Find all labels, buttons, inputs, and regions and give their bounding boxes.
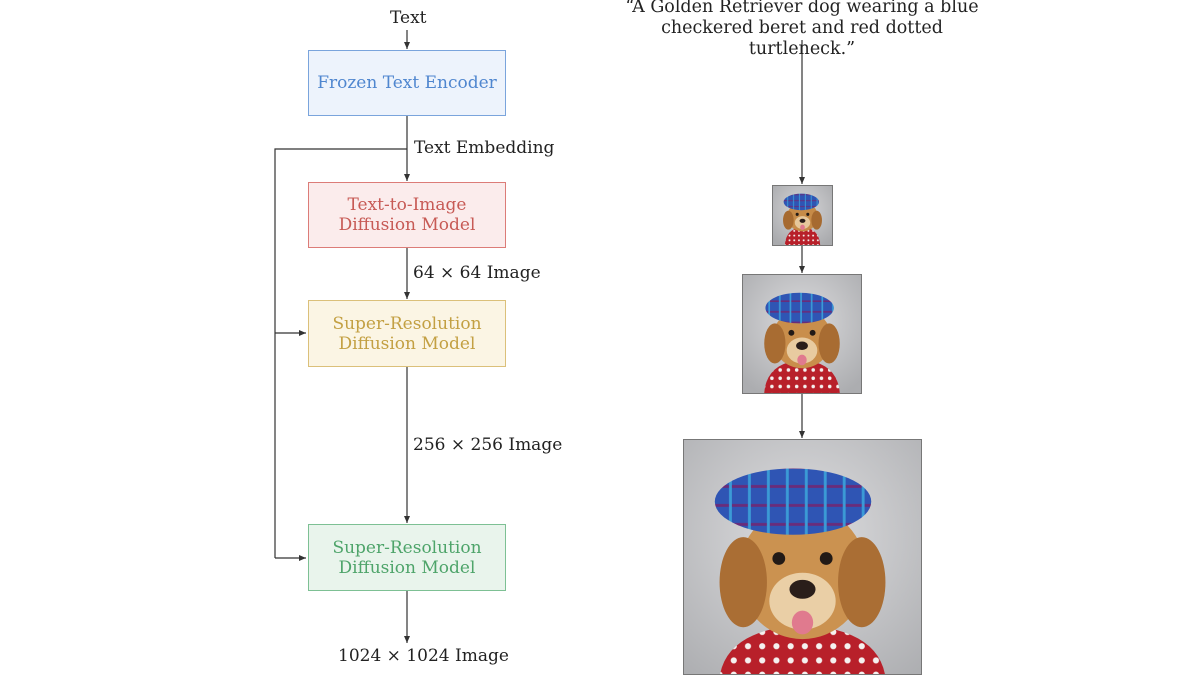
text-embedding-label: Text Embedding bbox=[414, 138, 555, 158]
dog-image-64 bbox=[772, 185, 833, 246]
prompt-caption: “A Golden Retriever dog wearing a blue c… bbox=[625, 0, 979, 59]
input-text-label: Text bbox=[390, 8, 427, 28]
dog-illustration bbox=[684, 440, 921, 674]
super-resolution-box-1: Super-Resolution Diffusion Model bbox=[308, 300, 506, 367]
image-64-label: 64 × 64 Image bbox=[413, 263, 541, 283]
image-256-label: 256 × 256 Image bbox=[413, 435, 563, 455]
frozen-text-encoder-label: Frozen Text Encoder bbox=[317, 73, 497, 93]
dog-illustration bbox=[743, 275, 861, 393]
text-to-image-diffusion-box: Text-to-Image Diffusion Model bbox=[308, 182, 506, 248]
dog-illustration bbox=[773, 186, 832, 245]
output-image-label: 1024 × 1024 Image bbox=[338, 646, 509, 666]
dog-image-256 bbox=[742, 274, 862, 394]
text-to-image-diffusion-label: Text-to-Image Diffusion Model bbox=[338, 195, 476, 235]
frozen-text-encoder-box: Frozen Text Encoder bbox=[308, 50, 506, 116]
embedding-bus bbox=[274, 148, 407, 558]
super-resolution-label-2: Super-Resolution Diffusion Model bbox=[332, 537, 482, 578]
dog-image-1024 bbox=[683, 439, 922, 675]
super-resolution-label-1: Super-Resolution Diffusion Model bbox=[332, 313, 482, 354]
super-resolution-box-2: Super-Resolution Diffusion Model bbox=[308, 524, 506, 591]
